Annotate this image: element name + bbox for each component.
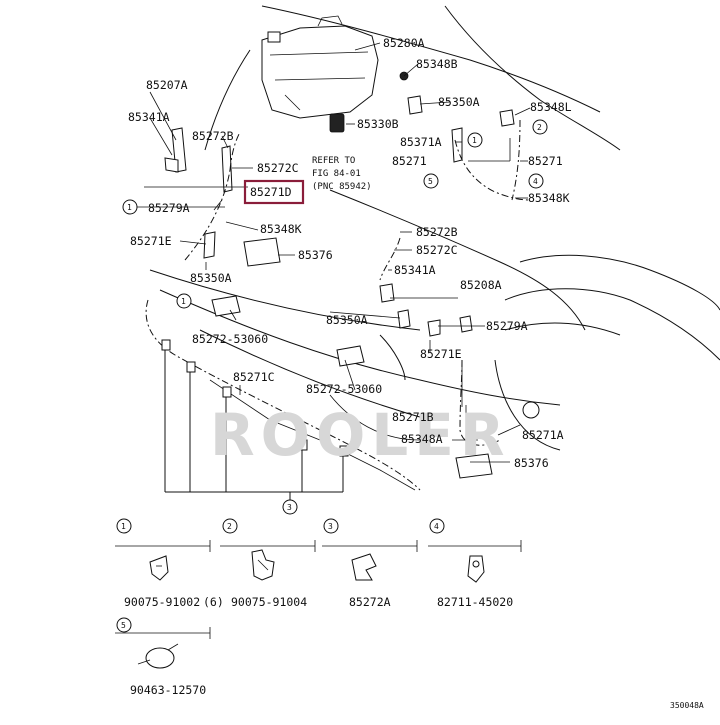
callout-85341A-mid: 85341A [394, 263, 436, 277]
callout-85272-53060-mid: 85272-53060 [306, 382, 382, 396]
legend-part-3: 85272A [349, 595, 391, 609]
circle-ref-1-b: 1 [181, 297, 186, 306]
callout-85208A: 85208A [460, 278, 502, 292]
clamp-sketch-5 [137, 643, 179, 669]
reference-line-2: FIG 84-01 [312, 169, 361, 179]
circle-ref-5-a: 5 [428, 177, 433, 186]
circle-refs-diagram: 1 1 1 2 5 4 3 [122, 119, 548, 515]
callout-85348K-right: 85348K [528, 191, 570, 205]
legend-part-2: 90075-91004 [231, 595, 307, 609]
callout-85341A-left: 85341A [128, 110, 170, 124]
callout-85272B-mid: 85272B [416, 225, 458, 239]
callout-85271D: 85271D [250, 185, 292, 199]
callout-85348B: 85348B [416, 57, 458, 71]
legend-num-2: 2 [227, 522, 232, 531]
callout-85272-53060-left: 85272-53060 [192, 332, 268, 346]
callout-85279A-right: 85279A [486, 319, 528, 333]
callout-85350A-left: 85350A [190, 271, 232, 285]
circle-ref-2-a: 2 [537, 123, 542, 132]
leader-lines [135, 42, 531, 463]
circle-ref-1-c: 1 [472, 136, 477, 145]
callout-85272C-mid: 85272C [416, 243, 458, 257]
legend: 1 2 3 4 5 90075-91002 (6) 90075-91004 85… [115, 518, 522, 697]
callout-85271A: 85271A [522, 428, 564, 442]
legend-part-1: 90075-91002 [124, 595, 200, 609]
callout-labels: 85280A 85348B 85350A 85348L 85330B 85371… [128, 36, 572, 470]
callout-85348A: 85348A [401, 432, 443, 446]
callout-85371A: 85371A [400, 135, 442, 149]
clip-sketch-3 [351, 553, 377, 581]
highlight-box [243, 179, 305, 205]
callout-85271C: 85271C [233, 370, 275, 384]
callout-85348L: 85348L [530, 100, 572, 114]
legend-qty-1: (6) [203, 595, 224, 609]
watermark: ROOLER [210, 401, 511, 469]
clip-sketch-1 [149, 555, 169, 581]
clip-sketch-4 [467, 555, 485, 583]
figure-code: 350048A [670, 701, 704, 710]
callout-85271E-left: 85271E [130, 234, 172, 248]
callout-85207A: 85207A [146, 78, 188, 92]
nozzle-drops [161, 339, 349, 500]
callout-85350A: 85350A [438, 95, 480, 109]
washer-tank [261, 15, 379, 119]
legend-part-4: 82711-45020 [437, 595, 513, 609]
callout-85272B-left: 85272B [192, 129, 234, 143]
legend-num-4: 4 [434, 522, 439, 531]
callout-85330B: 85330B [357, 117, 399, 131]
small-parts [164, 71, 515, 479]
reference-note: REFER TO FIG 84-01 (PNC 85942) [312, 156, 372, 192]
callout-85271E-mid: 85271E [420, 347, 462, 361]
callout-85271B: 85271B [392, 410, 434, 424]
reference-line-3: (PNC 85942) [312, 182, 372, 192]
circle-ref-3-a: 3 [287, 503, 292, 512]
callout-85272C-left: 85272C [257, 161, 299, 175]
circle-ref-4-a: 4 [533, 177, 538, 186]
callout-85376-mid: 85376 [298, 248, 333, 262]
callout-85348K-mid: 85348K [260, 222, 302, 236]
reference-line-1: REFER TO [312, 156, 355, 166]
legend-num-3: 3 [328, 522, 333, 531]
callout-85350A-mid: 85350A [326, 313, 368, 327]
legend-part-5: 90463-12570 [130, 683, 206, 697]
legend-num-5: 5 [121, 621, 126, 630]
callout-85271-left: 85271 [392, 154, 427, 168]
callout-85280A: 85280A [383, 36, 425, 50]
circle-ref-1-a: 1 [127, 203, 132, 212]
callout-85376-right: 85376 [514, 456, 549, 470]
clip-sketch-2 [251, 549, 275, 581]
callout-85279A-left: 85279A [148, 201, 190, 215]
vehicle-body-outline [149, 5, 720, 491]
callout-85271-right: 85271 [528, 154, 563, 168]
legend-num-1: 1 [121, 522, 126, 531]
